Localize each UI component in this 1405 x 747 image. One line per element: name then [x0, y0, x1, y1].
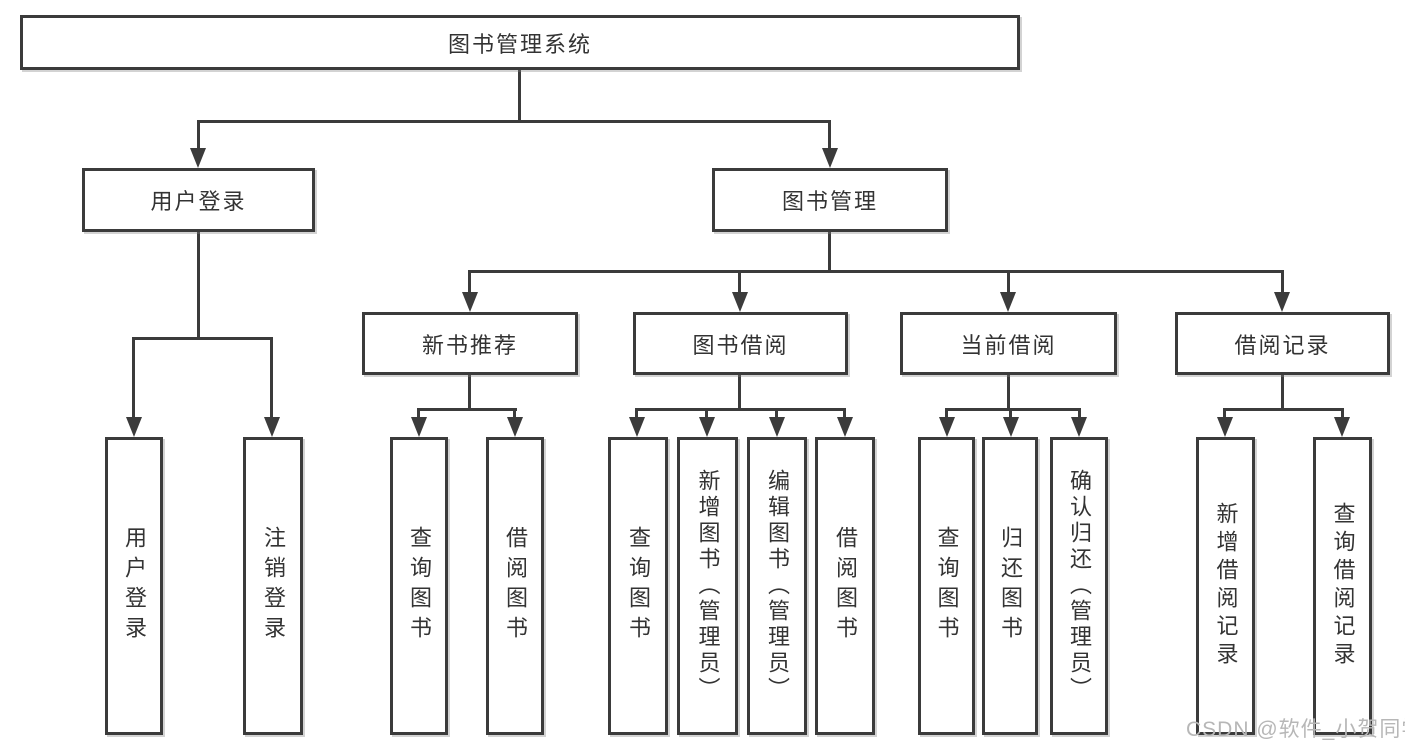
- leaf-current-query: 查询图书: [918, 437, 975, 735]
- leaf-user-login: 用户登录: [105, 437, 163, 735]
- leaf-newbook-query: 查询图书: [390, 437, 448, 735]
- node-book-borrow: 图书借阅: [633, 312, 848, 375]
- arrow-down-icon: [699, 417, 715, 437]
- leaf-records-add: 新增借阅记录: [1196, 437, 1255, 735]
- arrow-down-icon: [822, 148, 838, 168]
- connector-line: [828, 232, 831, 270]
- connector-line: [468, 270, 1283, 273]
- connector-line: [775, 408, 778, 422]
- connector-line: [468, 270, 471, 294]
- connector-line: [705, 408, 708, 422]
- leaf-records-query: 查询借阅记录: [1313, 437, 1372, 735]
- connector-line: [635, 408, 638, 422]
- connector-line: [1078, 408, 1081, 422]
- node-root-label: 图书管理系统: [447, 31, 592, 57]
- arrow-down-icon: [1071, 417, 1087, 437]
- arrow-down-icon: [462, 292, 478, 312]
- arrow-down-icon: [769, 417, 785, 437]
- arrow-down-icon: [126, 417, 142, 437]
- node-borrow-records-label: 借阅记录: [1234, 332, 1331, 358]
- connector-line: [1007, 375, 1010, 408]
- leaf-logout: 注销登录: [243, 437, 303, 735]
- leaf-borrow-add-admin-label: 新增图书（管理员）: [695, 469, 721, 703]
- connector-line: [738, 375, 741, 408]
- arrow-down-icon: [1003, 417, 1019, 437]
- arrow-down-icon: [1274, 292, 1290, 312]
- leaf-current-confirm-admin: 确认归还（管理员）: [1050, 437, 1108, 735]
- connector-line: [198, 120, 831, 123]
- connector-line: [1341, 408, 1344, 422]
- node-book-management-label: 图书管理: [781, 189, 878, 214]
- connector-line: [468, 375, 471, 408]
- leaf-newbook-query-label: 查询图书: [407, 526, 432, 646]
- connector-line: [945, 408, 948, 422]
- connector-line: [843, 408, 846, 422]
- arrow-down-icon: [264, 417, 280, 437]
- connector-line: [270, 337, 273, 417]
- leaf-borrow-edit-admin: 编辑图书（管理员）: [747, 437, 807, 735]
- arrow-down-icon: [1334, 417, 1350, 437]
- arrow-down-icon: [507, 417, 523, 437]
- leaf-current-return: 归还图书: [982, 437, 1038, 735]
- connector-line: [417, 408, 517, 411]
- connector-line: [1009, 408, 1012, 422]
- leaf-borrow-query-label: 查询图书: [626, 526, 651, 646]
- connector-line: [132, 337, 273, 340]
- connector-line: [197, 232, 200, 337]
- node-new-book-recommend-label: 新书推荐: [421, 332, 518, 358]
- connector-line: [518, 70, 521, 120]
- leaf-borrow-query: 查询图书: [608, 437, 668, 735]
- node-book-management: 图书管理: [712, 168, 948, 232]
- node-user-login-label: 用户登录: [150, 189, 247, 214]
- connector-line: [828, 120, 831, 150]
- csdn-watermark: CSDN @软件_小贺同学: [1186, 718, 1405, 741]
- node-new-book-recommend: 新书推荐: [362, 312, 578, 375]
- node-book-borrow-label: 图书借阅: [692, 332, 789, 358]
- connector-line: [513, 408, 516, 422]
- node-current-borrow: 当前借阅: [900, 312, 1117, 375]
- connector-line: [1007, 270, 1010, 294]
- leaf-borrow-book-label: 借阅图书: [833, 526, 858, 646]
- leaf-newbook-borrow-label: 借阅图书: [503, 526, 528, 646]
- arrow-down-icon: [939, 417, 955, 437]
- leaf-records-add-label: 新增借阅记录: [1213, 502, 1239, 670]
- connector-line: [945, 408, 1081, 411]
- leaf-user-login-label: 用户登录: [122, 526, 147, 646]
- arrow-down-icon: [1000, 292, 1016, 312]
- node-root: 图书管理系统: [20, 15, 1020, 70]
- leaf-borrow-add-admin: 新增图书（管理员）: [677, 437, 738, 735]
- connector-line: [132, 337, 135, 417]
- connector-line: [738, 270, 741, 294]
- leaf-logout-label: 注销登录: [261, 526, 286, 646]
- node-user-login: 用户登录: [82, 168, 315, 232]
- connector-line: [1223, 408, 1344, 411]
- node-borrow-records: 借阅记录: [1175, 312, 1390, 375]
- arrow-down-icon: [411, 417, 427, 437]
- arrow-down-icon: [837, 417, 853, 437]
- leaf-current-confirm-admin-label: 确认归还（管理员）: [1067, 469, 1092, 703]
- arrow-down-icon: [190, 148, 206, 168]
- arrow-down-icon: [629, 417, 645, 437]
- connector-line: [635, 408, 846, 411]
- leaf-borrow-book: 借阅图书: [815, 437, 875, 735]
- node-current-borrow-label: 当前借阅: [960, 332, 1057, 358]
- leaf-current-query-label: 查询图书: [934, 526, 960, 646]
- connector-line: [197, 120, 200, 150]
- connector-line: [417, 408, 420, 422]
- leaf-records-query-label: 查询借阅记录: [1330, 502, 1356, 670]
- connector-line: [1281, 375, 1284, 408]
- arrow-down-icon: [1217, 417, 1233, 437]
- leaf-borrow-edit-admin-label: 编辑图书（管理员）: [765, 469, 790, 703]
- arrow-down-icon: [732, 292, 748, 312]
- leaf-current-return-label: 归还图书: [998, 526, 1023, 646]
- connector-line: [1281, 270, 1284, 294]
- leaf-newbook-borrow: 借阅图书: [486, 437, 544, 735]
- connector-line: [1223, 408, 1226, 422]
